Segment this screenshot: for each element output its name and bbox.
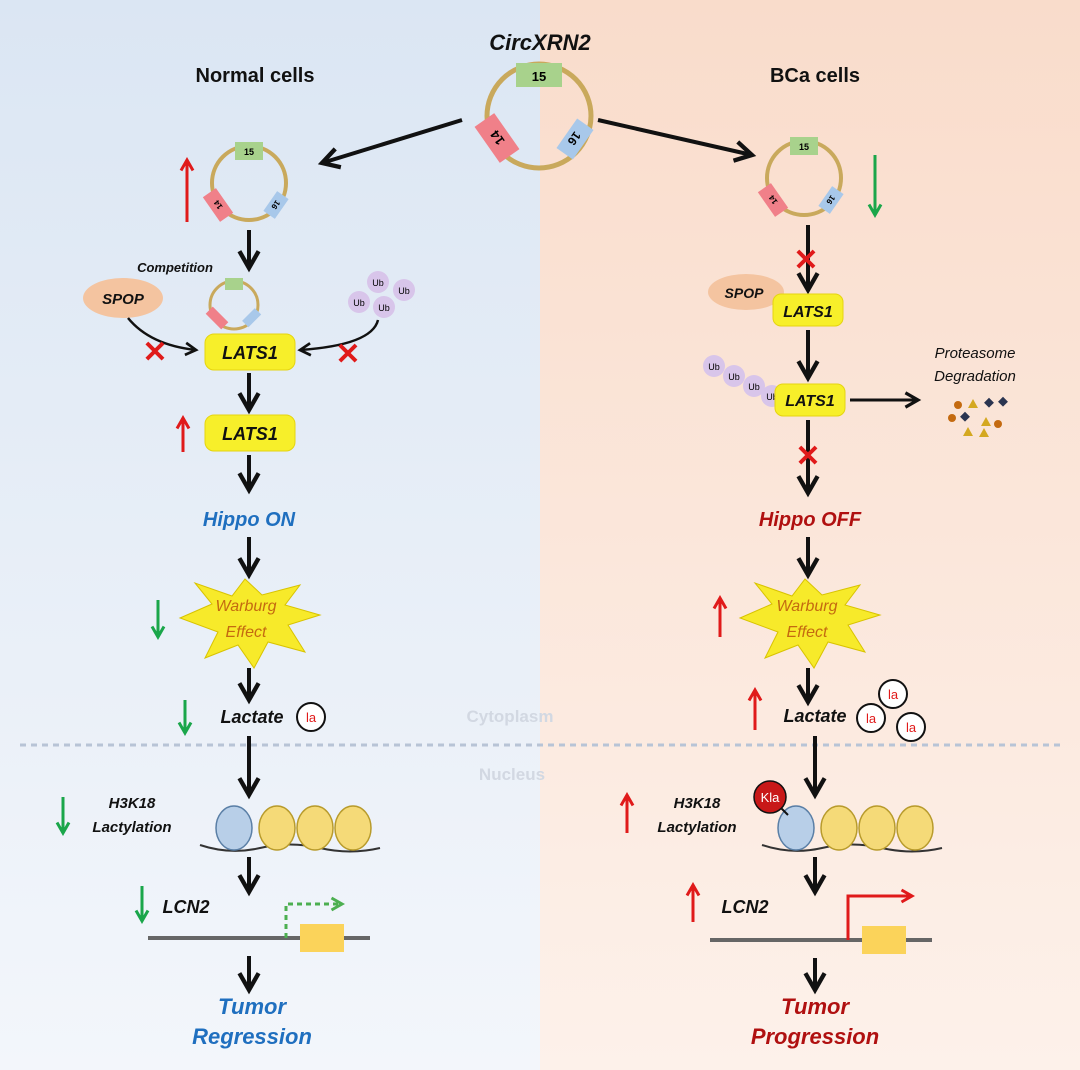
warburg-label-line1: Warburg (215, 598, 276, 615)
lats1-label: LATS1 (785, 393, 835, 410)
circrna-bca: 15 14 16 (757, 137, 844, 217)
block-x-lats-bca: ✕ (795, 440, 820, 473)
exon-16 (556, 118, 594, 160)
normal-cells-header: Normal cells (196, 65, 315, 87)
lactate-molecule-left (296, 702, 326, 732)
lats1-label: LATS1 (783, 304, 833, 321)
hippo-on-label: Hippo ON (203, 509, 296, 531)
circrna-small (205, 278, 262, 331)
la-label: la (888, 687, 899, 702)
h3k18-label: H3K18 (674, 795, 721, 812)
lactate-label-left: Lactate (220, 707, 283, 727)
kla-label: Kla (761, 790, 781, 805)
warburg-label-line2: Effect (787, 624, 828, 641)
strong-transcription-arrow (846, 888, 916, 940)
nucleosomes-left (199, 805, 381, 853)
outcome-line1-right: Tumor (781, 994, 850, 1019)
ub-binding-arrow (297, 319, 380, 357)
exon-15-label: 15 (244, 147, 254, 157)
lactate-molecules-right: la la la (856, 679, 926, 742)
ub-label: Ub (378, 303, 390, 313)
nucleus-label: Nucleus (479, 765, 545, 784)
warburg-label-line1: Warburg (776, 598, 837, 615)
arrow-to-normal (317, 118, 463, 170)
spop-label-right: SPOP (725, 285, 765, 301)
bca-cells-header: BCa cells (770, 65, 860, 87)
weak-transcription-arrow (284, 896, 346, 938)
exon-15-label: 15 (799, 142, 809, 152)
h3k18-label: H3K18 (109, 795, 156, 812)
ub-label: Ub (708, 362, 720, 372)
nucleosomes-right (761, 805, 943, 853)
ub-label: Ub (372, 278, 384, 288)
warburg-starburst-left (178, 578, 322, 669)
lats1-label: LATS1 (222, 343, 278, 363)
exon-14 (474, 113, 520, 163)
spop-protein-left (83, 278, 163, 318)
spop-binding-arrow (127, 317, 199, 357)
lactylation-label: Lactylation (92, 819, 171, 836)
lats1-box-left (204, 333, 296, 371)
kla-mark (753, 780, 787, 814)
spop-label-left: SPOP (102, 291, 145, 308)
lats1-box-right-2 (774, 383, 846, 417)
ub-label: Ub (728, 372, 740, 382)
bca-panel-bg (540, 0, 1080, 1070)
lactate-label-right: Lactate (783, 706, 846, 726)
lats1-box-left-up (204, 414, 296, 452)
outcome-line1-left: Tumor (218, 994, 287, 1019)
lactylation-label: Lactylation (657, 819, 736, 836)
outcome-line2-right: Progression (751, 1024, 879, 1049)
warburg-label-line2: Effect (226, 624, 267, 641)
proteasome-label: Proteasome (935, 345, 1016, 362)
ub-label: Ub (353, 298, 365, 308)
gene-box-right (862, 926, 906, 954)
circrna-normal: 15 14 16 (202, 142, 289, 222)
hippo-off-label: Hippo OFF (759, 509, 862, 531)
outcome-line2-left: Regression (192, 1024, 312, 1049)
la-label: la (306, 710, 317, 725)
normal-panel-bg (0, 0, 540, 1070)
competition-label: Competition (137, 260, 213, 275)
ub-cluster-left: Ub Ub Ub Ub (348, 271, 415, 318)
arrow-to-bca (597, 118, 757, 163)
ub-label: Ub (748, 382, 760, 392)
degraded-fragments (948, 396, 1008, 437)
circxrn2-main: 15 14 16 (474, 61, 594, 171)
lats1-label: LATS1 (222, 424, 278, 444)
spop-protein-right (708, 274, 784, 310)
exon-15 (516, 63, 562, 87)
ub-label: Ub (766, 392, 778, 402)
block-x-circ-bca: ✕ (793, 244, 818, 277)
cytoplasm-label: Cytoplasm (467, 707, 554, 726)
exon-15-label: 15 (532, 69, 546, 84)
degradation-label: Degradation (934, 368, 1016, 385)
circxrn2-title: CircXRN2 (489, 30, 591, 55)
la-label: la (906, 720, 917, 735)
block-x-ub: ✕ (335, 338, 360, 371)
lats1-box-right-1 (772, 293, 844, 327)
la-label: la (866, 711, 877, 726)
warburg-starburst-right (738, 578, 882, 669)
block-x-spop: ✕ (142, 336, 167, 369)
lcn2-label-right: LCN2 (721, 897, 768, 917)
lcn2-label-left: LCN2 (162, 897, 209, 917)
ub-label: Ub (398, 286, 410, 296)
gene-box-left (300, 924, 344, 952)
